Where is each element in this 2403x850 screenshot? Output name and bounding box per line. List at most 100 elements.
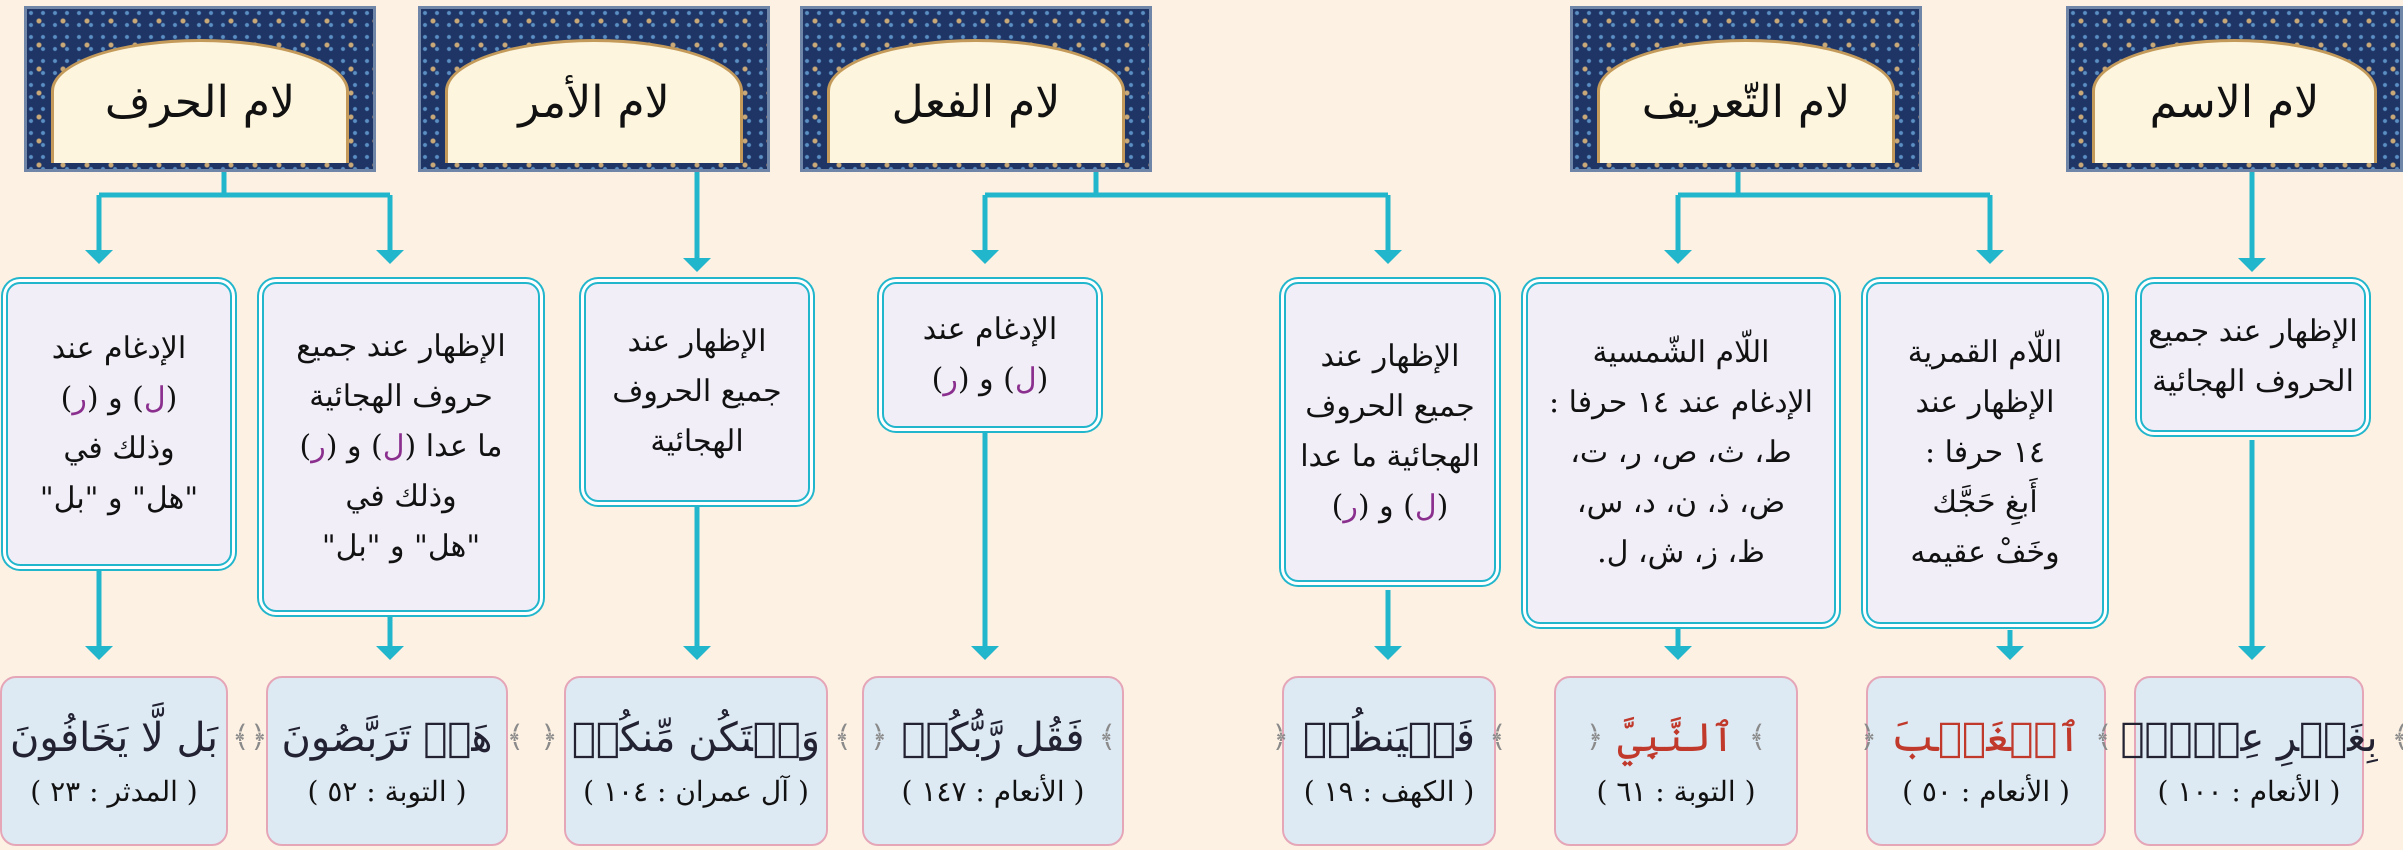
rule-harf-idgham: الإدغام عند (ل) و (ر) وذلك في "هل" و "بل… (6, 282, 232, 566)
arrowhead (1374, 250, 1402, 264)
arrowhead (85, 646, 113, 660)
rule-line: حروف الهجائية (309, 379, 493, 414)
rule-ism: الإظهار عند جميع الحروف الهجائية (2140, 282, 2366, 432)
ornament-bracket-icon: ﴾ (2094, 720, 2113, 755)
example-ism: ﴾بِغَيۡرِ عِلۡمٍۚ﴿ ( الأنعام : ١٠٠ ) (2089, 676, 2403, 846)
example-shamsiyya: ﴾ ٱلنَّبِيَّ ﴿ ( التوبة : ٦١ ) (1554, 676, 1798, 846)
header-lam-tarif: لام التّعريف (1570, 6, 1922, 172)
letter-ra: ر (1343, 489, 1358, 524)
letters-line: (ل) و (ر) (1332, 482, 1449, 532)
rule-line: ظ، ز، ش، ل. (1597, 535, 1765, 570)
verse-text: فَقُل رَّبُّكُمۡ (901, 714, 1085, 761)
header-lam-fil: لام الفعل (800, 6, 1152, 172)
ornament-bracket-icon: ﴿ (1271, 720, 1289, 755)
example-fil-idgham: ﴾فَقُل رَّبُّكُمۡ﴿ ( الأنعام : ١٤٧ ) (862, 676, 1124, 846)
quran-verse: ﴾بِغَيۡرِ عِلۡمٍۚ﴿ (2089, 715, 2403, 761)
verse-text: فَلۡيَنظُرۡ (1302, 714, 1476, 761)
rule-line: الهجائية ما عدا (1300, 439, 1480, 474)
letter-ra: ر (943, 362, 958, 397)
ornament-bracket-icon: ﴾ (1748, 720, 1767, 755)
paren: ( (165, 381, 178, 416)
paren: ( (86, 381, 99, 416)
rule-line: الحروف الهجائية (2152, 364, 2354, 399)
arrowhead (2238, 646, 2266, 660)
header-lam-amr: لام الأمر (418, 6, 770, 172)
rule-line: اللّام القمرية (1907, 335, 2063, 370)
verse-reference: ( المدثر : ٢٣ ) (30, 774, 198, 808)
quran-verse: ﴾فَلۡيَنظُرۡ﴿ (1271, 715, 1506, 761)
letter-lam: ل (1414, 489, 1437, 524)
verse-reference: ( التوبة : ٦١ ) (1596, 774, 1756, 808)
letter-lam: ل (143, 381, 166, 416)
rule-line: الإظهار عند (1915, 385, 2055, 420)
conjunction: و (969, 362, 1004, 397)
paren: ( (1357, 489, 1370, 524)
quran-verse: ﴾بَل لَّا يَخَافُونَ﴿ (0, 715, 250, 761)
ornament-bracket-icon: ﴿ (1585, 720, 1604, 755)
example-harf-idgham: ﴾بَل لَّا يَخَافُونَ﴿ ( المدثر : ٢٣ ) (0, 676, 250, 846)
letters-line: (ل) و (ر) (932, 355, 1049, 405)
arch-ornament: لام الأمر (445, 39, 743, 163)
header-title: لام الفعل (891, 77, 1061, 128)
rule-amr: الإظهار عند جميع الحروف الهجائية (584, 282, 810, 502)
verse-reference: ( الأنعام : ٥٠ ) (1902, 774, 2070, 808)
paren: ( (404, 429, 417, 464)
verse-text: هَلۡ تَرَبَّصُونَ (281, 714, 493, 761)
paren: ( (1036, 362, 1049, 397)
verse-reference: ( الأنعام : ١٠٠ ) (2157, 774, 2341, 808)
verse-reference: ( الأنعام : ١٤٧ ) (901, 774, 1085, 808)
rule-harf-izhar: الإظهار عند جميع حروف الهجائية ما عدا (ل… (262, 282, 540, 612)
letter-lam: ل (1014, 362, 1037, 397)
verse-reference: ( آل عمران : ١٠٤ ) (583, 774, 809, 808)
paren: ) (931, 362, 944, 397)
arrowhead (683, 646, 711, 660)
rule-line: الإدغام عند (51, 331, 187, 366)
verse-text: ٱلنَّبِيَّ (1617, 714, 1735, 761)
header-title: لام الاسم (2149, 77, 2320, 128)
mnemonic-line: أَبغِ حَجَّك (1932, 485, 2038, 520)
rule-fil-idgham: الإدغام عند (ل) و (ر) (882, 282, 1098, 428)
paren: ) (132, 381, 144, 416)
verse-reference: ( التوبة : ٥٢ ) (307, 774, 467, 808)
rule-line: وذلك في (345, 479, 457, 514)
arrowhead (683, 258, 711, 272)
rule-line: ١٤ حرفا : (1925, 435, 2045, 470)
quran-verse: ﴾وَلۡتَكُن مِّنكُمۡ﴿ (540, 715, 851, 761)
arrowhead (1664, 646, 1692, 660)
letter-ra: ر (72, 381, 87, 416)
conjunction: و (98, 381, 133, 416)
arch-ornament: لام التّعريف (1597, 39, 1895, 163)
except-text: ما عدا (416, 429, 503, 464)
arrowhead (2238, 258, 2266, 272)
quran-verse: ﴾ ٱلۡغَيۡبَ ﴿ (1860, 715, 2113, 761)
arrowhead (1996, 646, 2024, 660)
paren: ) (371, 429, 383, 464)
paren: ) (299, 429, 312, 464)
ornament-bracket-icon: ﴿ (1859, 720, 1878, 755)
ornament-bracket-icon: ﴾ (506, 720, 525, 755)
quran-verse: ﴾هَلۡ تَرَبَّصُونَ﴿ (250, 715, 524, 761)
rule-line: الإدغام عند ١٤ حرفا : (1549, 385, 1813, 420)
rule-line: وذلك في (63, 431, 175, 466)
rule-line: "هل" و "بل" (39, 481, 199, 516)
ornament-bracket-icon: ﴿ (869, 720, 888, 755)
paren: ( (325, 429, 338, 464)
paren: ) (1403, 489, 1415, 524)
arch-ornament: لام الفعل (827, 39, 1125, 163)
header-lam-harf: لام الحرف (24, 6, 376, 172)
quran-verse: ﴾فَقُل رَّبُّكُمۡ﴿ (870, 715, 1116, 761)
letter-ra: ر (311, 429, 326, 464)
paren: ) (60, 381, 73, 416)
conjunction: و (1369, 489, 1404, 524)
ornament-bracket-icon: ﴾ (2392, 720, 2403, 755)
example-harf-izhar: ﴾هَلۡ تَرَبَّصُونَ﴿ ( التوبة : ٥٢ ) (250, 676, 524, 846)
arrowhead (376, 250, 404, 264)
arrowhead (971, 646, 999, 660)
ornament-bracket-icon: ﴿ (540, 720, 558, 755)
header-title: لام الحرف (104, 77, 296, 128)
ornament-bracket-icon: ﴾ (834, 720, 852, 755)
verse-text: ٱلۡغَيۡبَ (1891, 714, 2081, 761)
arch-ornament: لام الحرف (51, 39, 349, 163)
header-lam-ism: لام الاسم (2066, 6, 2403, 172)
